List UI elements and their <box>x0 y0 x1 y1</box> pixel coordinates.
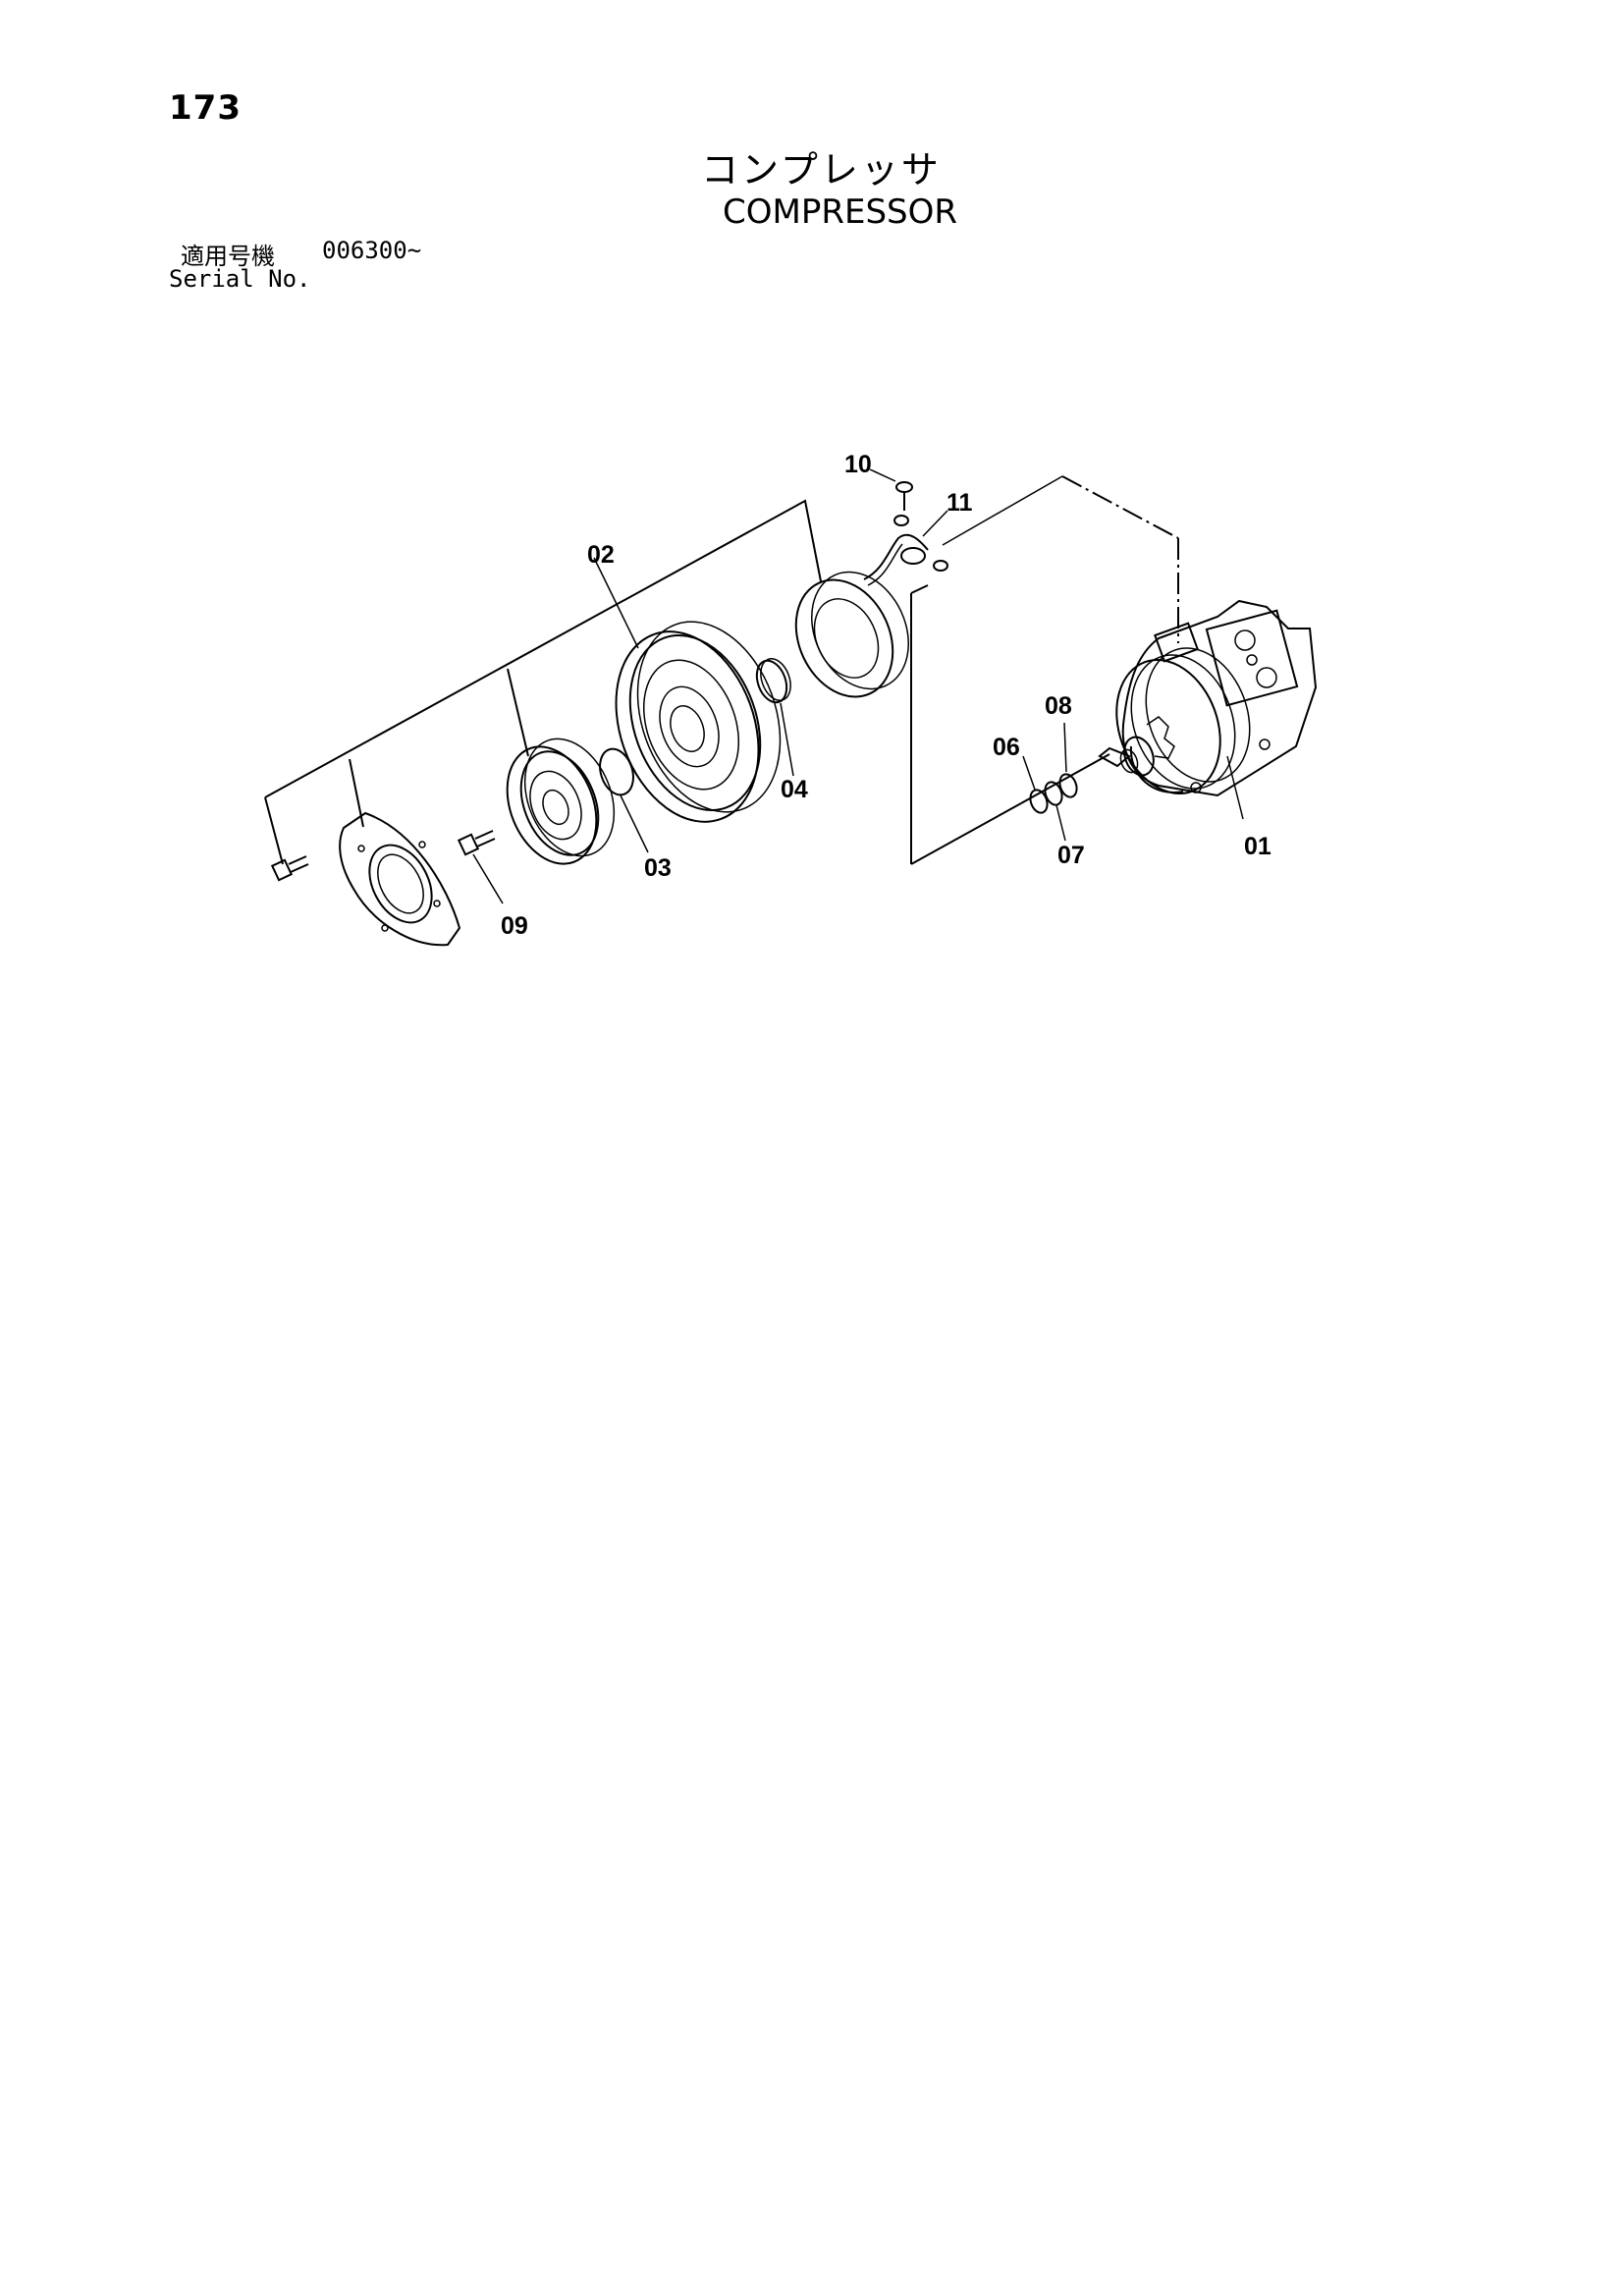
bolt-left <box>270 855 309 882</box>
snap-ring-04 <box>755 658 794 777</box>
callout-02: 02 <box>587 541 615 569</box>
callout-06: 06 <box>993 734 1020 761</box>
page-title-english: COMPRESSOR <box>723 192 957 232</box>
serial-label-english: Serial No. <box>169 265 311 293</box>
callout-01: 01 <box>1244 833 1271 860</box>
serial-range: 006300~ <box>322 237 422 264</box>
leader-lines <box>264 475 1179 865</box>
pulley-02 <box>593 557 782 823</box>
shim-03 <box>599 747 649 853</box>
callout-03: 03 <box>644 854 672 882</box>
washers-06-07-08 <box>1022 722 1078 842</box>
callout-04: 04 <box>781 776 808 803</box>
page-number: 173 <box>169 88 242 128</box>
compressor-body <box>1098 599 1318 820</box>
screw-10 <box>869 468 913 511</box>
clip-11 <box>893 510 948 572</box>
page-title-japanese: コンプレッサ <box>701 148 942 191</box>
callout-10: 10 <box>844 451 872 478</box>
mounting-plate <box>339 811 461 947</box>
field-coil <box>794 533 929 698</box>
callout-07: 07 <box>1057 842 1085 869</box>
serial-label-japanese: 適用号機 <box>181 243 275 270</box>
bolt-09 <box>457 830 504 904</box>
armature-hub <box>506 738 616 865</box>
callouts: 01 02 03 04 06 07 08 09 10 11 <box>501 451 1271 940</box>
callout-09: 09 <box>501 912 528 940</box>
callout-11: 11 <box>947 489 973 517</box>
callout-08: 08 <box>1045 692 1072 720</box>
